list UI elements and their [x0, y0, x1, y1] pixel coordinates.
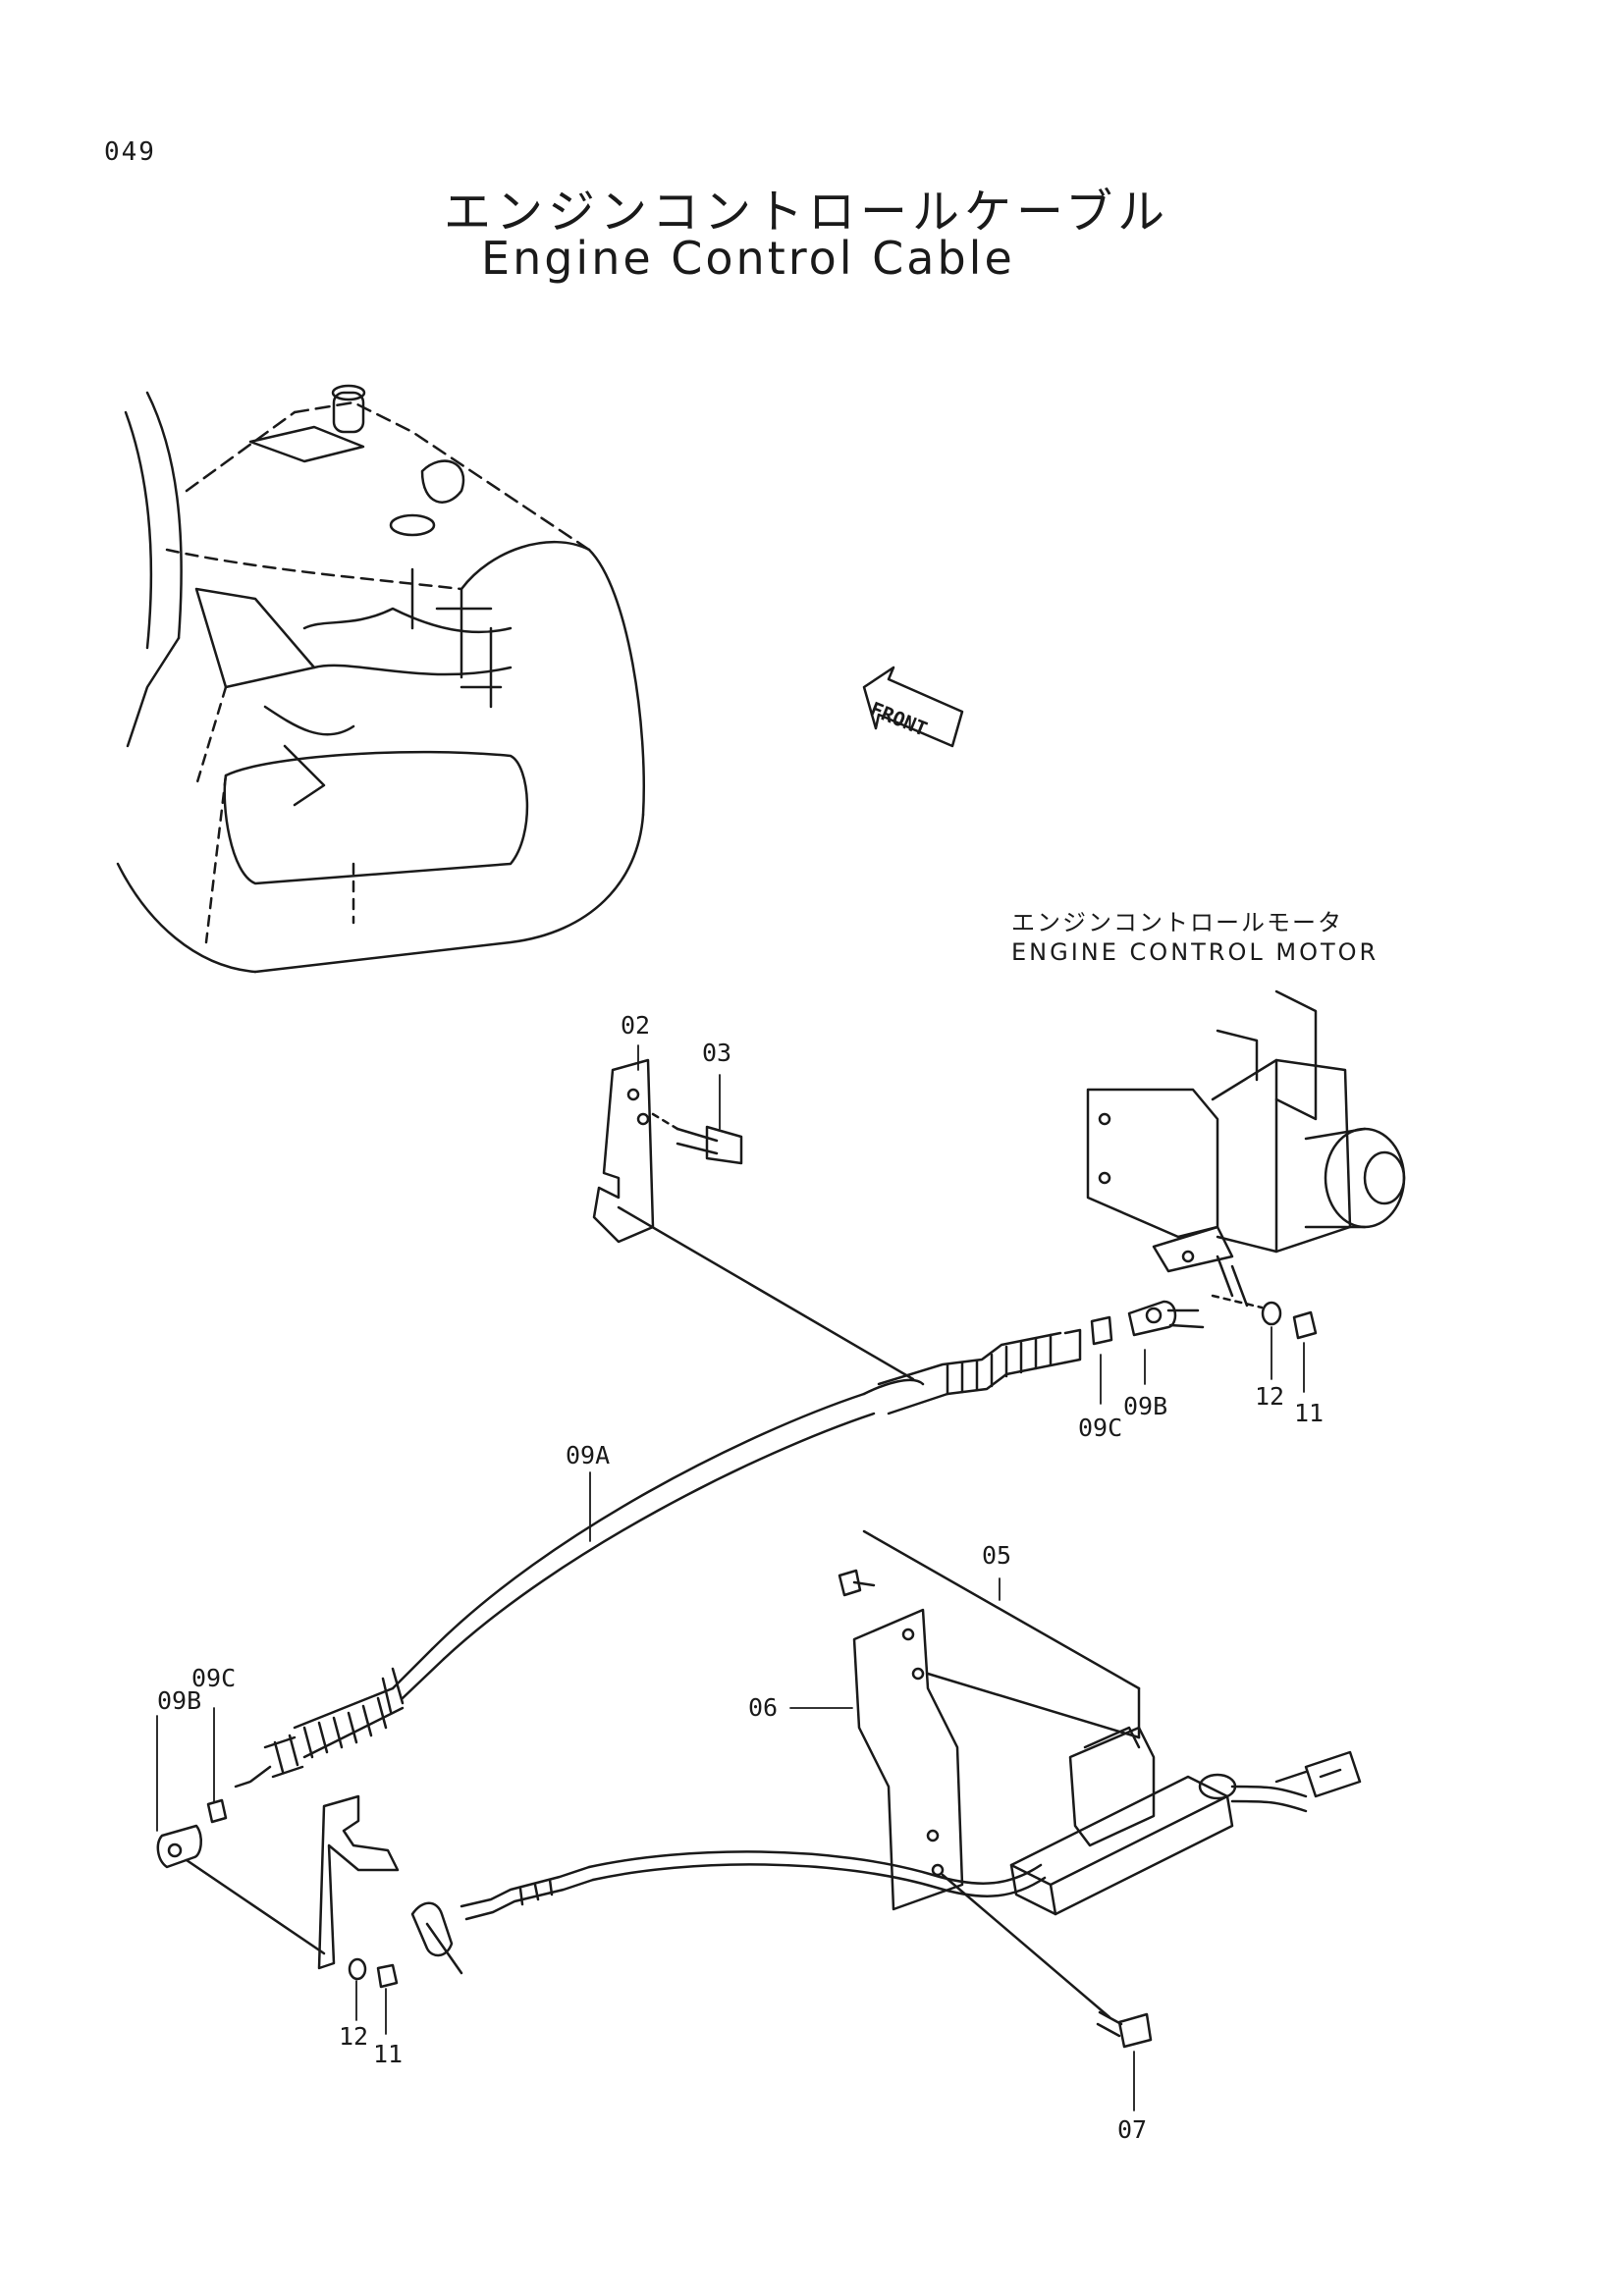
leader-lines [156, 1044, 1305, 2111]
part-number-09b-top: 09B [1123, 1392, 1168, 1420]
part-number-02: 02 [621, 1011, 651, 1040]
part-09b-joint-top [1127, 1300, 1205, 1337]
page-number: 049 [104, 137, 156, 167]
part-02-plate [592, 1058, 915, 1381]
part-09c-nut-left [206, 1798, 228, 1824]
part-number-09c-top: 09C [1078, 1414, 1123, 1442]
lower-cable [460, 1850, 1047, 1921]
part-number-12-bottom: 12 [339, 2022, 369, 2051]
front-arrow-icon [862, 666, 964, 748]
machine-body-overview [116, 384, 645, 974]
title-english: Engine Control Cable [481, 232, 1015, 285]
motor-label-japanese: エンジンコントロールモータ [1011, 909, 1343, 936]
part-11-nut-bottom [376, 1963, 399, 1989]
part-number-12-top: 12 [1255, 1382, 1285, 1411]
part-number-09c-left: 09C [191, 1664, 237, 1692]
part-number-11-top: 11 [1294, 1399, 1325, 1427]
part-number-09b-left: 09B [157, 1686, 202, 1715]
part-number-05: 05 [982, 1541, 1012, 1570]
lower-link [410, 1901, 463, 1975]
part-09c-nut-top [1090, 1315, 1113, 1346]
part-09a-cable [234, 1392, 876, 1789]
part-07-bolt [941, 1873, 1153, 2049]
part-number-07: 07 [1117, 2115, 1148, 2144]
part-number-03: 03 [702, 1039, 732, 1067]
part-06-bracket [852, 1608, 1141, 1911]
lower-bracket [185, 1794, 400, 1970]
part-09b-joint-left [156, 1824, 202, 1869]
engine-control-actuator [1009, 1726, 1362, 1916]
part-number-09a: 09A [566, 1441, 611, 1469]
cable-upper-end [862, 1328, 1082, 1415]
title-japanese: エンジンコントロールケーブル [444, 185, 1170, 240]
part-11-nut-top [1292, 1310, 1318, 1340]
part-03-bolt [676, 1125, 743, 1165]
part-number-06: 06 [748, 1693, 779, 1722]
part-number-11-bottom: 11 [373, 2040, 404, 2068]
part-12-washer-top [1261, 1301, 1282, 1326]
part-12-washer-bottom [348, 1957, 367, 1981]
motor-label-english: ENGINE CONTROL MOTOR [1011, 938, 1380, 966]
engine-control-motor [1086, 989, 1406, 1308]
